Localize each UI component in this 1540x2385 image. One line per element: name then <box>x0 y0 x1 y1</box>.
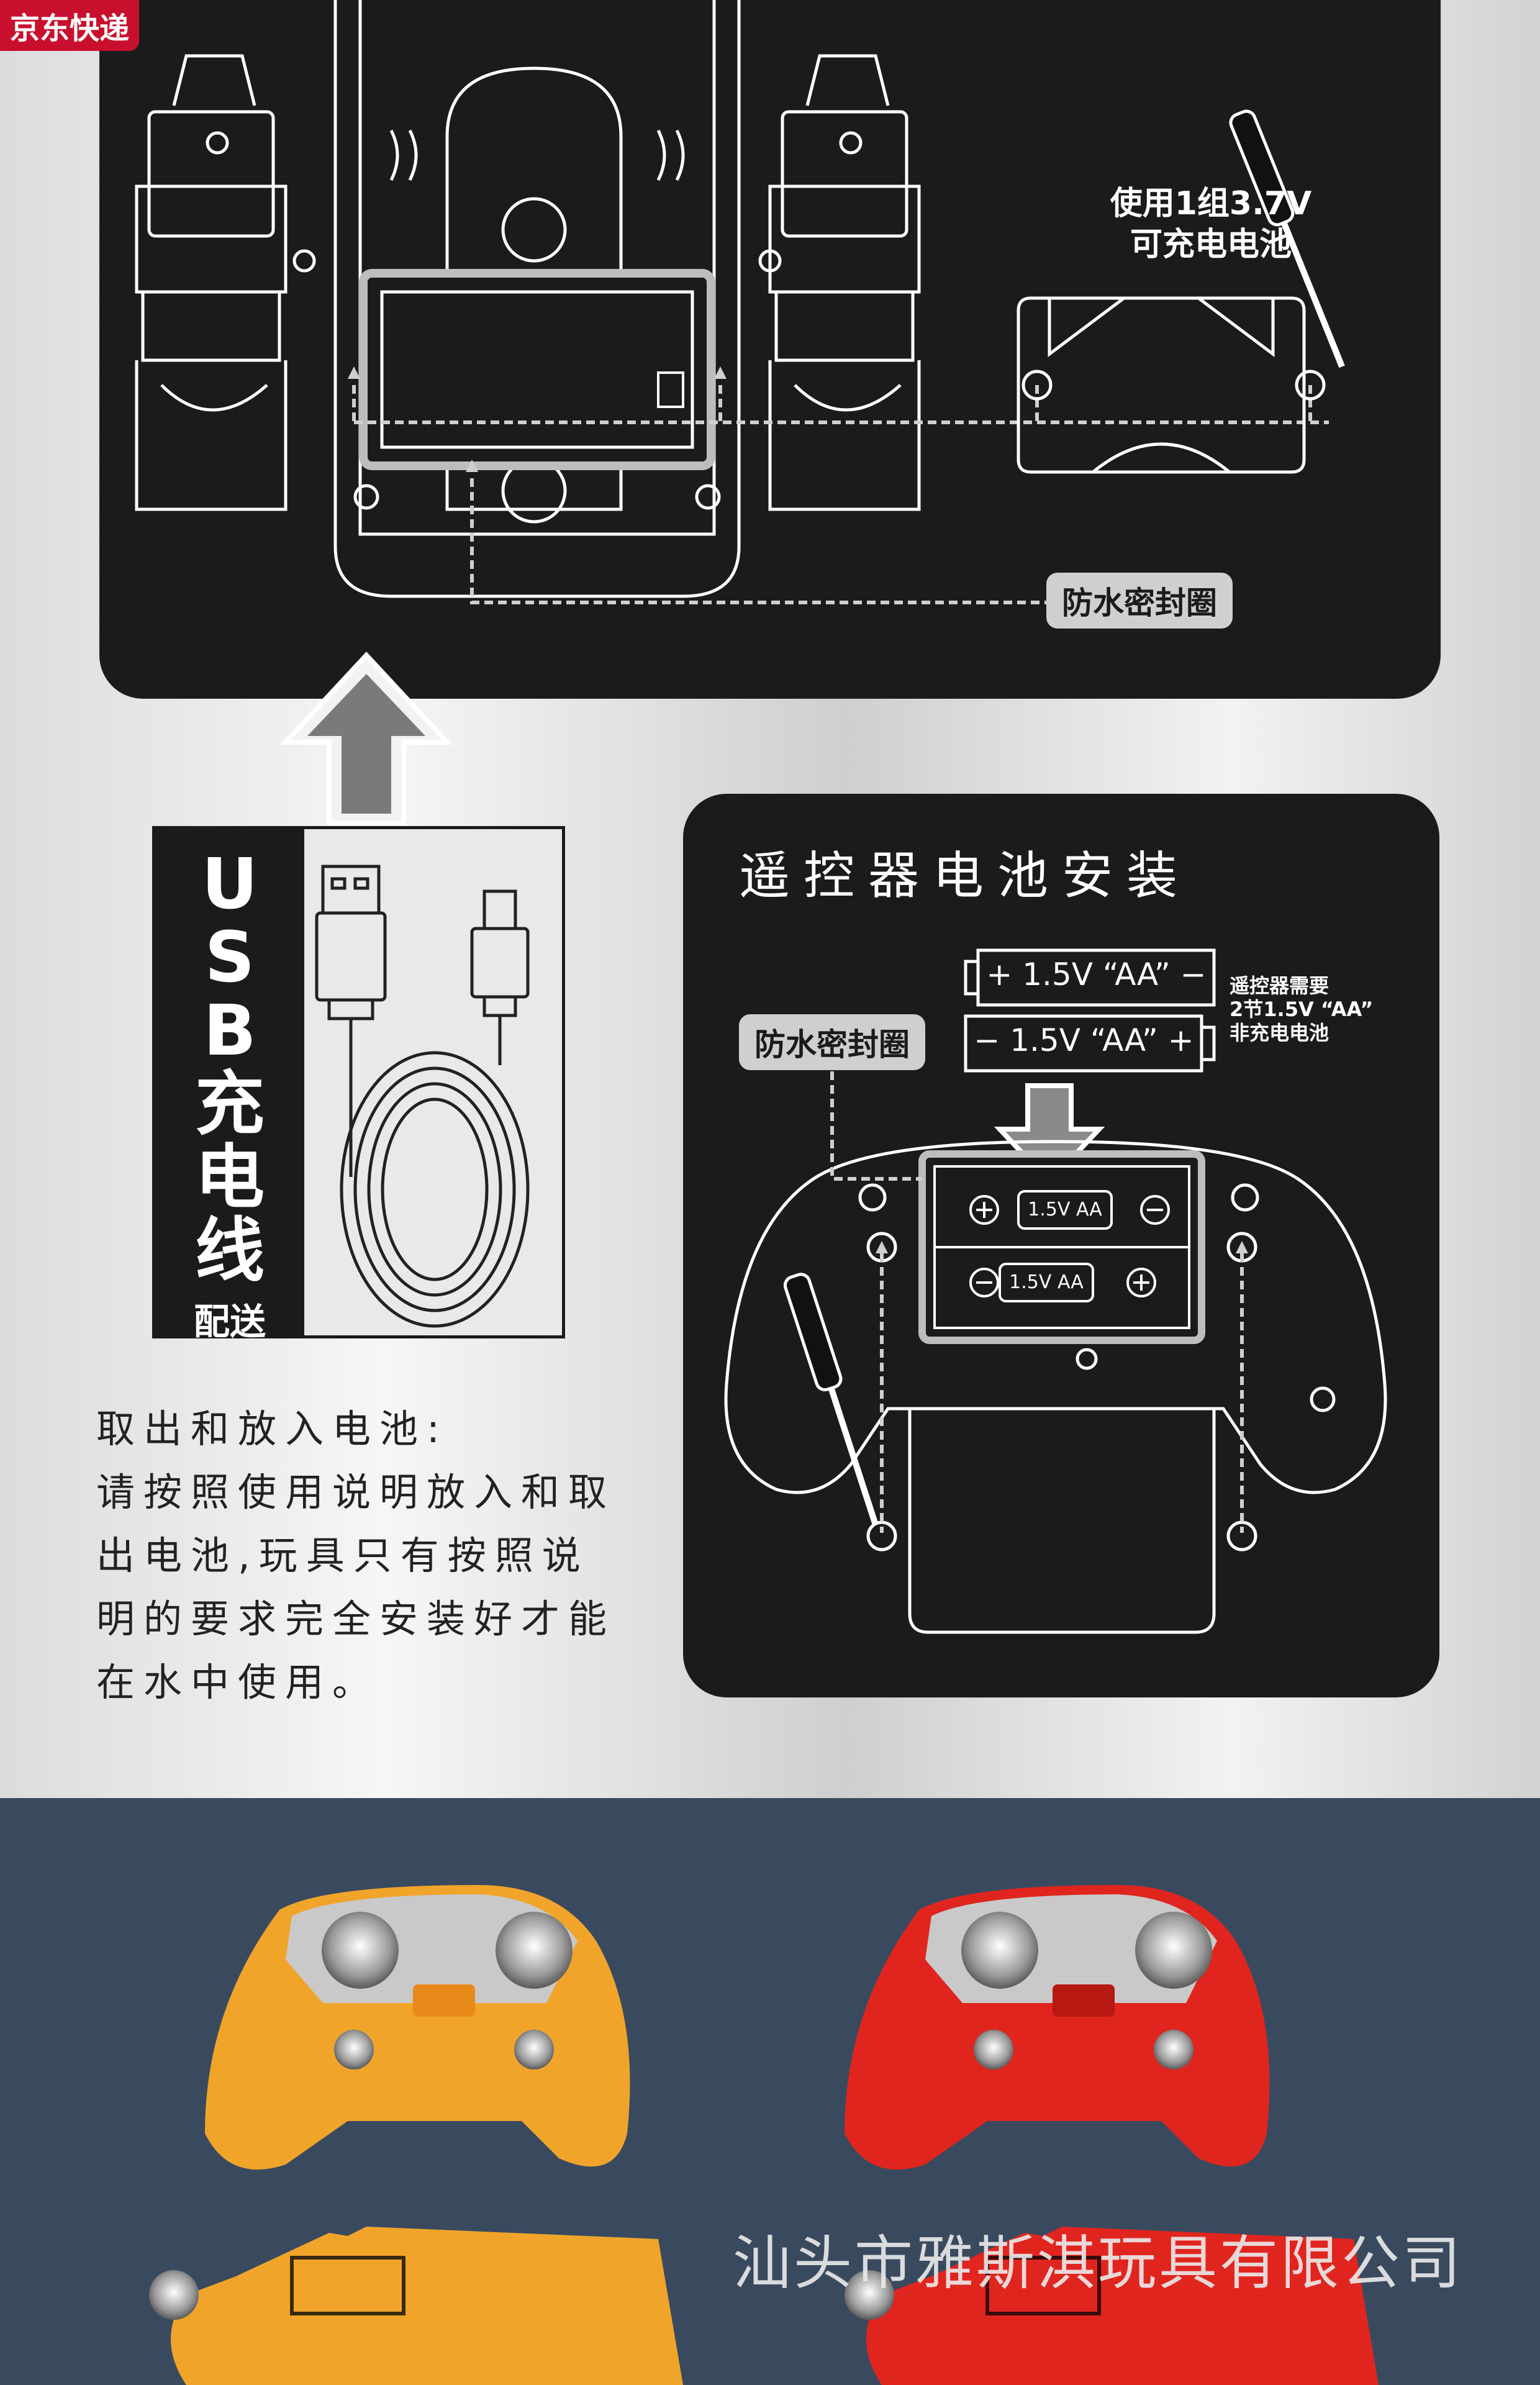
remote-note-line2: 2节1.5V “AA” <box>1230 997 1374 1021</box>
cell-label-2: 1.5V AA <box>1009 1271 1084 1293</box>
battery-note: 使用1组3.7V 可充电电池 <box>1080 183 1341 265</box>
product-images <box>149 1885 1379 2385</box>
instruction-line: 在水中使用。 <box>96 1660 380 1705</box>
orange-boat <box>149 2227 683 2385</box>
usb-char: S <box>204 917 255 998</box>
vehicle-battery-panel: 使用1组3.7V 可充电电池 防水密封圈 <box>99 0 1441 699</box>
vehicle-outline-drawing <box>135 0 1345 604</box>
product-showcase <box>0 1798 1540 2385</box>
red-boat <box>845 2227 1379 2385</box>
usb-cable-icon <box>315 865 530 1328</box>
usb-char: 电 <box>195 1137 265 1218</box>
battery-note-line1: 使用1组3.7V <box>1110 185 1312 222</box>
usb-char: U <box>201 844 258 925</box>
up-arrow-icon <box>279 652 453 825</box>
usb-cable-box: U S B 充 电 线 配送 <box>152 826 565 1343</box>
usb-sub-label: 配送 <box>193 1301 266 1343</box>
instruction-line: 明的要求完全安装好才能 <box>96 1596 616 1642</box>
battery-note-line2: 可充电电池 <box>1130 226 1292 263</box>
instruction-line: 出电池,玩具只有按照说 <box>96 1533 589 1578</box>
seal-tag-remote: 防水密封圈 <box>739 1014 925 1070</box>
usb-char: 线 <box>195 1211 265 1291</box>
battery-instructions: 取出和放入电池: 请按照使用说明放入和取 出电池,玩具只有按照说 明的要求完全安… <box>96 1397 636 1714</box>
instruction-line: 请按照使用说明放入和取 <box>96 1470 616 1515</box>
seal-tag-vehicle: 防水密封圈 <box>1046 573 1233 629</box>
remote-battery-panel: 遥控器电池安装 <box>683 794 1439 1697</box>
usb-char: 充 <box>195 1064 265 1145</box>
remote-battery-note: 遥控器需要 2节1.5V “AA” 非充电电池 <box>1230 974 1391 1045</box>
remote-outline-drawing <box>724 948 1387 1634</box>
instruction-line: 取出和放入电池: <box>96 1406 448 1451</box>
jd-express-badge: 京东快递 <box>0 0 140 51</box>
red-controller <box>845 1885 1270 2170</box>
remote-note-line3: 非充电电池 <box>1230 1021 1329 1045</box>
battery-aa-top: + 1.5V “AA” − <box>986 956 1207 993</box>
cell-label-1: 1.5V AA <box>1028 1199 1102 1220</box>
orange-controller <box>205 1885 630 2170</box>
battery-aa-bottom: − 1.5V “AA” + <box>974 1022 1194 1058</box>
usb-label-column: U S B 充 电 线 配送 <box>155 829 304 1343</box>
usb-char: B <box>203 991 256 1071</box>
remote-note-line1: 遥控器需要 <box>1230 974 1329 997</box>
remote-title: 遥控器电池安装 <box>739 847 1192 906</box>
company-watermark: 汕头市雅斯淇玩具有限公司 <box>733 2230 1464 2297</box>
